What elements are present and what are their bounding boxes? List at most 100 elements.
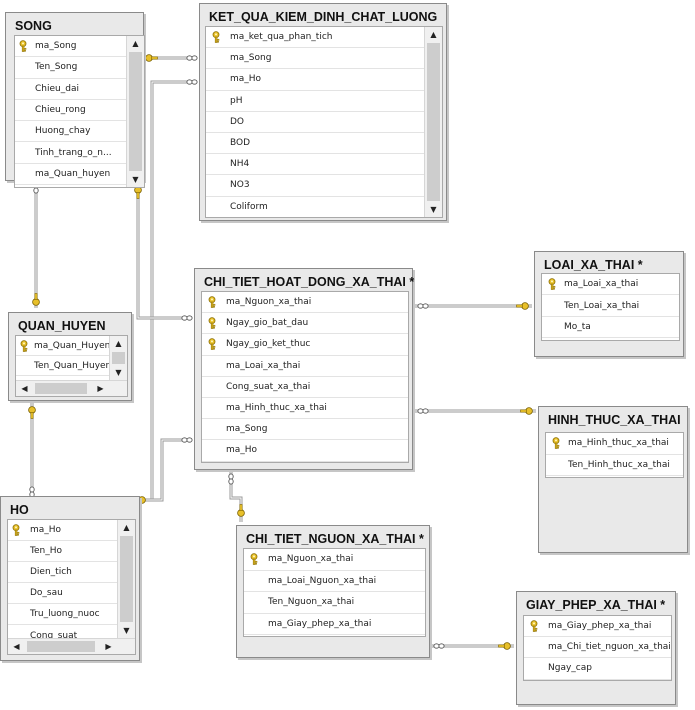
column-row[interactable]: ma_Quan_huyen [15, 164, 126, 186]
column-row[interactable]: ma_Hinh_thuc_xa_thai [202, 398, 408, 420]
column-row[interactable]: Mo_ta [542, 317, 679, 339]
column-row[interactable]: ma_Chi_tiet_nguon_xa_thai [524, 637, 671, 659]
key-endpoint-icon [28, 406, 36, 419]
column-row[interactable]: Tru_luong_nuoc [8, 604, 117, 626]
column-row[interactable]: Chieu_rong [15, 100, 126, 122]
table-chi-tiet-nguon-xa-thai[interactable]: CHI_TIET_NGUON_XA_THAI * ma_Nguon_xa_tha… [236, 525, 430, 658]
scroll-down-icon[interactable]: ▼ [110, 365, 127, 380]
key-endpoint-icon [145, 54, 158, 62]
column-name: Ngay_gio_ket_thuc [226, 339, 311, 350]
column-row[interactable]: Chieu_dai [15, 79, 126, 100]
horizontal-scrollbar[interactable]: ◀▶ [8, 638, 135, 654]
scroll-left-icon[interactable]: ◀ [8, 639, 25, 654]
column-row[interactable]: NO3 [206, 175, 424, 197]
scroll-left-icon[interactable]: ◀ [16, 381, 33, 396]
column-name: ma_Song [226, 424, 268, 435]
horizontal-scrollbar[interactable]: ◀▶ [16, 380, 127, 396]
infinity-endpoint-icon [186, 79, 198, 85]
scroll-down-icon[interactable]: ▼ [425, 202, 442, 217]
column-row[interactable]: BOD [206, 133, 424, 155]
column-name: Ten_Hinh_thuc_xa_thai [568, 459, 670, 470]
column-row[interactable]: Ten_Ho [8, 541, 117, 563]
relationship-line [229, 472, 243, 522]
scroll-thumb[interactable] [129, 52, 142, 171]
column-row[interactable]: ma_Song [15, 36, 126, 58]
column-row[interactable]: pH [206, 91, 424, 112]
key-endpoint-icon [516, 302, 529, 310]
column-name: Cong_suat [30, 630, 78, 641]
column-row[interactable]: DO [206, 112, 424, 133]
column-row[interactable]: Ten_Nguon_xa_thai [244, 592, 425, 614]
column-row[interactable]: Do_sau [8, 583, 117, 605]
column-row[interactable]: ma_Hinh_thuc_xa_thai [546, 433, 683, 455]
column-row[interactable]: Dien_tich [8, 562, 117, 584]
scroll-down-icon[interactable]: ▼ [118, 623, 135, 638]
column-row[interactable]: ma_Ho [206, 69, 424, 91]
scroll-up-icon[interactable]: ▲ [110, 336, 127, 351]
column-row[interactable]: Ten_Loai_xa_thai [542, 295, 679, 317]
column-row[interactable]: Ngay_cap [524, 658, 671, 680]
table-chi-tiet-hoat-dong-xa-thai[interactable]: CHI_TIET_HOAT_DONG_XA_THAI * ma_Nguon_xa… [194, 268, 414, 470]
scroll-down-icon[interactable]: ▼ [127, 172, 144, 187]
column-row[interactable]: Ten_Hinh_thuc_xa_thai [546, 455, 683, 476]
scroll-thumb[interactable] [27, 641, 95, 652]
column-row[interactable]: ma_Giay_phep_xa_thai [244, 614, 425, 636]
column-row[interactable]: ma_Song [202, 419, 408, 441]
column-row[interactable]: ma_Loai_xa_thai [202, 356, 408, 377]
column-row[interactable]: Ten_Quan_Huyen [16, 356, 109, 376]
scroll-up-icon[interactable]: ▲ [118, 520, 135, 535]
column-row[interactable]: ma_Quan_Huyen [16, 336, 109, 356]
column-row[interactable]: Ngay_gio_bat_dau [202, 313, 408, 335]
vertical-scrollbar[interactable]: ▲▼ [117, 520, 135, 638]
scroll-up-icon[interactable]: ▲ [127, 36, 144, 51]
column-row[interactable]: NH4 [206, 154, 424, 176]
scroll-right-icon[interactable]: ▶ [92, 381, 109, 396]
column-row[interactable]: Huong_chay [15, 121, 126, 143]
column-row[interactable]: Tinh_trang_o_n... [15, 143, 126, 164]
column-row[interactable]: ma_ket_qua_phan_tich [206, 27, 424, 49]
column-name: ma_Ho [230, 74, 262, 85]
table-title: GIAY_PHEP_XA_THAI * [526, 598, 666, 612]
vertical-scrollbar[interactable]: ▲▼ [109, 336, 127, 380]
column-row[interactable]: ma_Loai_Nguon_xa_thai [244, 571, 425, 593]
column-row[interactable]: ma_Ho [8, 520, 117, 542]
infinity-endpoint-icon [228, 473, 234, 485]
scroll-thumb[interactable] [112, 352, 125, 364]
scroll-right-icon[interactable]: ▶ [100, 639, 117, 654]
column-row[interactable]: Coliform [206, 197, 424, 217]
column-row[interactable]: ma_Ho [202, 440, 408, 462]
column-name: Ten_Loai_xa_thai [564, 300, 640, 311]
scroll-up-icon[interactable]: ▲ [425, 27, 442, 42]
column-row[interactable]: Ngay_gio_ket_thuc [202, 334, 408, 356]
scroll-thumb[interactable] [35, 383, 87, 394]
column-row[interactable]: ma_Loai_xa_thai [542, 274, 679, 296]
scroll-thumb[interactable] [427, 43, 440, 201]
scroll-thumb[interactable] [120, 536, 133, 622]
column-row[interactable]: ma_Giay_phep_xa_thai [524, 616, 671, 638]
column-row[interactable]: Cong_suat_xa_thai [202, 377, 408, 398]
column-row[interactable]: ma_Nguon_xa_thai [244, 549, 425, 571]
vertical-scrollbar[interactable]: ▲▼ [126, 36, 144, 187]
table-ket-qua-kiem-dinh-chat-luong[interactable]: KET_QUA_KIEM_DINH_CHAT_LUONG ma_ket_qua_… [199, 3, 447, 221]
column-name: DO [230, 116, 245, 127]
vertical-scrollbar[interactable]: ▲▼ [424, 27, 442, 217]
column-row[interactable]: ma_Song [206, 48, 424, 70]
table-giay-phep-xa-thai[interactable]: GIAY_PHEP_XA_THAI * ma_Giay_phep_xa_thai… [516, 591, 676, 705]
relationship-line [141, 438, 192, 502]
column-row[interactable]: Ten_Song [15, 57, 126, 79]
column-row[interactable]: ma_Nguon_xa_thai [202, 292, 408, 314]
